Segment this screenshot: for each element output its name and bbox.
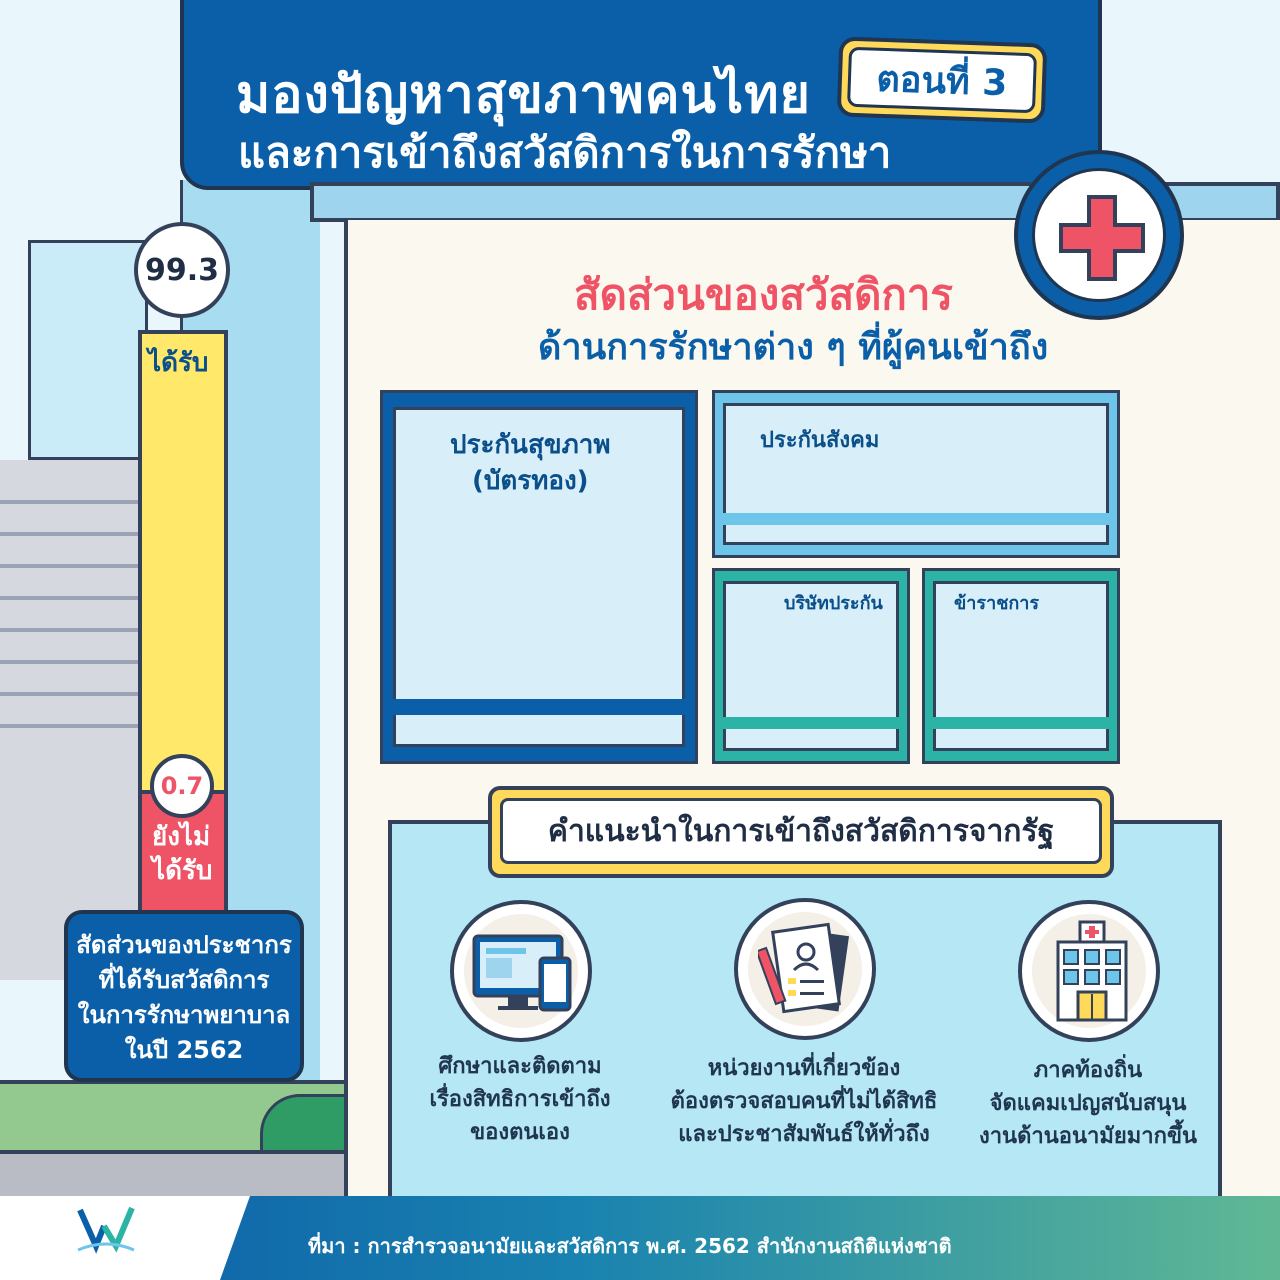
population-caption: สัดส่วนของประชากร ที่ได้รับสวัสดิการ ในก…: [64, 910, 304, 1082]
recommendation-line: ของตนเอง: [470, 1120, 570, 1145]
social-security-label: ประกันสังคม: [760, 428, 880, 453]
gold-card-box: [380, 390, 698, 764]
recommendation-icon-frame: [1018, 900, 1160, 1042]
computer-tablet-icon: [472, 934, 572, 1012]
insurance-company-label: บริษัทประกัน: [784, 593, 883, 614]
social-security-box: [712, 390, 1120, 558]
page-title: มองปัญหาสุขภาพคนไทย: [236, 65, 811, 125]
background-building-left: [28, 240, 148, 460]
nso-logo-icon: [77, 1206, 135, 1254]
recommendation-line: เรื่องสิทธิการเข้าถึง: [429, 1087, 611, 1112]
caption-line: ในปี 2562: [124, 1036, 244, 1064]
medical-badge: [1014, 150, 1184, 320]
page-subtitle: และการเข้าถึงสวัสดิการในการรักษา: [238, 128, 892, 177]
recommendation-text: ภาคท้องถิ่น จัดแคมเปญสนับสนุน งานด้านอนา…: [938, 1054, 1238, 1153]
not-received-label-line2: ได้รับ: [152, 856, 213, 886]
background-building-stripes: [0, 500, 150, 740]
recommendation-icon-frame: [450, 900, 592, 1042]
recommendation-line: จัดแคมเปญสนับสนุน: [989, 1091, 1187, 1116]
gold-card-label-1: ประกันสุขภาพ: [450, 430, 611, 460]
red-cross-icon: [1059, 195, 1145, 281]
recommendation-text: หน่วยงานที่เกี่ยวข้อง ต้องตรวจสอบคนที่ไม…: [654, 1052, 954, 1151]
civil-servant-box: [922, 568, 1120, 764]
episode-badge: ตอนที่ 3: [836, 36, 1048, 124]
episode-label: ตอนที่ 3: [847, 46, 1037, 114]
recommendation-icon-frame: [734, 898, 876, 1040]
footer-logo-area: [0, 1196, 250, 1280]
welfare-subheading: ด้านการรักษาต่าง ๆ ที่ผู้คนเข้าถึง: [538, 327, 1049, 368]
hospital-building-icon: [1056, 920, 1128, 1022]
recommendation-text: ศึกษาและติดตาม เรื่องสิทธิการเข้าถึง ของ…: [370, 1050, 670, 1149]
recommendations-heading-frame: คำแนะนำในการเข้าถึงสวัสดิการจากรัฐ: [488, 786, 1114, 878]
recommendation-line: งานด้านอนามัยมากขึ้น: [978, 1124, 1198, 1149]
recommendation-line: หน่วยงานที่เกี่ยวข้อง: [707, 1056, 901, 1081]
not-received-value: 0.7: [150, 754, 214, 818]
not-received-label-line1: ยังไม่: [152, 822, 211, 852]
civil-servant-label: ข้าราชการ: [954, 593, 1040, 614]
caption-line: ในการรักษาพยาบาล: [77, 1001, 291, 1029]
recommendation-line: ศึกษาและติดตาม: [438, 1054, 602, 1079]
gold-card-label-2: (บัตรทอง): [472, 466, 589, 496]
recommendation-line: และประชาสัมพันธ์ให้ทั่วถึง: [678, 1122, 930, 1147]
caption-line: ที่ได้รับสวัสดิการ: [98, 966, 270, 994]
recommendations-heading: คำแนะนำในการเข้าถึงสวัสดิการจากรัฐ: [500, 798, 1102, 864]
source-note: ที่มา : การสำรวจอนามัยและสวัสดิการ พ.ศ. …: [308, 1234, 952, 1258]
insurance-company-box: [712, 568, 910, 764]
recommendation-line: ภาคท้องถิ่น: [1033, 1058, 1143, 1083]
caption-line: สัดส่วนของประชากร: [76, 931, 292, 959]
received-label: ได้รับ: [148, 348, 209, 378]
welfare-heading: สัดส่วนของสวัสดิการ: [574, 270, 953, 319]
recommendation-line: ต้องตรวจสอบคนที่ไม่ได้สิทธิ: [670, 1089, 938, 1114]
documents-profile-icon: [758, 922, 850, 1014]
received-value: 99.3: [134, 222, 230, 318]
